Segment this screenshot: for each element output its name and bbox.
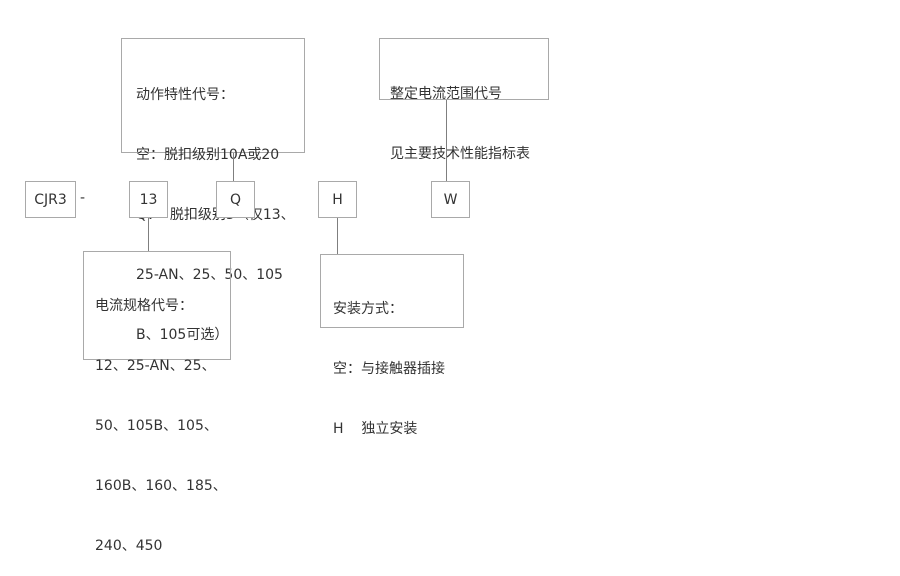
note-line: 电流规格代号： (95, 298, 193, 314)
characteristic-code-box: Q (216, 181, 255, 218)
current-note: 电流规格代号： 12、25-AN、25、 50、105B、105、 160B、1… (83, 251, 231, 554)
separator-dash: - (80, 190, 86, 206)
note-line: 安装方式： (333, 301, 403, 317)
install-note: 安装方式： 空：与接触器插接 H 独立安装 (320, 254, 464, 437)
series-code: CJR3 (34, 191, 67, 208)
note-line: 25-AN、25、50、105 (136, 267, 283, 283)
series-code-box: CJR3 (25, 181, 76, 218)
note-line: 见主要技术性能指标表 (390, 146, 530, 162)
setting-code-box: W (431, 181, 470, 218)
note-line: H 独立安装 (333, 421, 418, 437)
note-line: 50、105B、105、 (95, 418, 218, 434)
note-line: 12、25-AN、25、 (95, 358, 216, 374)
note-line: 整定电流范围代号 (390, 86, 502, 102)
note-line: 空：脱扣级别10A或20 (136, 147, 280, 163)
note-line: 240、450 (95, 538, 163, 554)
note-line: 空：与接触器插接 (333, 361, 445, 377)
current-code: 13 (139, 191, 158, 208)
setting-code: W (443, 191, 458, 208)
current-code-box: 13 (129, 181, 168, 218)
setting-note: 整定电流范围代号 见主要技术性能指标表 (379, 38, 549, 162)
connector-line (148, 218, 149, 251)
characteristic-code: Q (229, 191, 242, 208)
install-code: H (332, 191, 343, 208)
install-code-box: H (318, 181, 357, 218)
characteristic-note: 动作特性代号： 空：脱扣级别10A或20 Q： 脱扣级别5（仅13、 25-AN… (121, 38, 305, 343)
connector-line (337, 218, 338, 254)
connector-line (446, 100, 447, 181)
note-line: 动作特性代号： (136, 87, 234, 103)
note-line: 160B、160、185、 (95, 478, 227, 494)
note-line: B、105可选） (136, 327, 229, 343)
connector-line (233, 153, 234, 181)
